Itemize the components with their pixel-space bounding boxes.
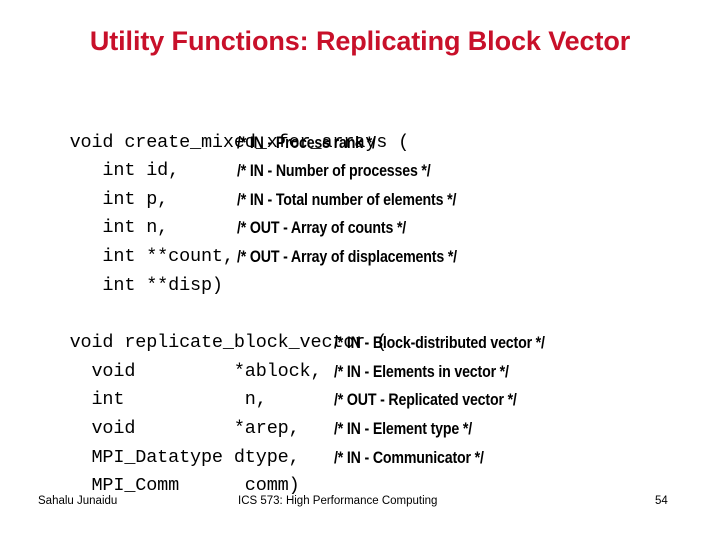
code-comment: /* OUT - Replicated vector */ [334,391,517,410]
code-text: void create_mixed_xfer_arrays ( [69,131,410,153]
code-text: int **disp) [69,274,223,296]
code-line: void replicate_block_vector ( [34,301,694,353]
footer-page-number: 54 [655,495,668,507]
code-line: int id, /* IN - Process rank */ [34,129,694,182]
page-title: Utility Functions: Replicating Block Vec… [89,26,631,56]
code-text: void replicate_block_vector ( [69,332,388,354]
code-line: MPI_Datatype dtype, /* IN - Element type… [34,415,694,468]
code-line: int n, /* IN - Elements in vector */ [34,358,694,411]
code-line: void *ablock, /* IN - Block-distributed … [34,329,694,382]
code-text: int n, [69,389,267,411]
slide-footer: Sahalu Junaidu ICS 573: High Performance… [0,492,720,512]
code-line: int **count, /* OUT - Array of counts */ [34,214,694,267]
code-text: int id, [69,160,180,182]
code-comment: /* IN - Total number of elements */ [237,190,457,209]
code-comment: /* IN - Elements in vector */ [334,362,509,381]
code-line: void create_mixed_xfer_arrays ( [34,100,694,153]
code-block-create-mixed-xfer-arrays: void create_mixed_xfer_arrays ( int id, … [34,100,694,296]
code-line: MPI_Comm comm) /* IN - Communicator */ [34,444,694,497]
code-comment: /* OUT - Array of displacements */ [237,247,457,266]
code-line: void *arep, /* OUT - Replicated vector *… [34,386,694,439]
code-text: MPI_Datatype dtype, [69,446,300,468]
code-text: int n, [69,217,169,239]
footer-author: Sahalu Junaidu [38,495,118,507]
code-comment: /* OUT - Array of counts */ [237,219,407,238]
footer-course: ICS 573: High Performance Computing [238,495,438,507]
code-body: void create_mixed_xfer_arrays ( int id, … [34,100,694,497]
code-text: int **count, [69,245,234,267]
code-comment: /* IN - Communicator */ [334,448,484,467]
code-line: int n, /* IN - Total number of elements … [34,186,694,239]
code-comment: /* IN - Number of processes */ [237,162,431,181]
code-comment: /* IN - Element type */ [334,419,472,438]
code-text: MPI_Comm comm) [69,475,300,497]
code-text: int p, [69,188,169,210]
code-comment: /* IN - Block-distributed vector */ [334,334,545,353]
code-comment: /* IN - Process rank */ [237,133,376,152]
code-line: int p, /* IN - Number of processes */ [34,157,694,210]
code-text: void *ablock, [69,360,322,382]
code-block-replicate-block-vector: void replicate_block_vector ( void *ablo… [34,301,694,497]
code-line: int **disp) /* OUT - Array of displaceme… [34,243,694,296]
code-text: void *arep, [69,417,300,439]
